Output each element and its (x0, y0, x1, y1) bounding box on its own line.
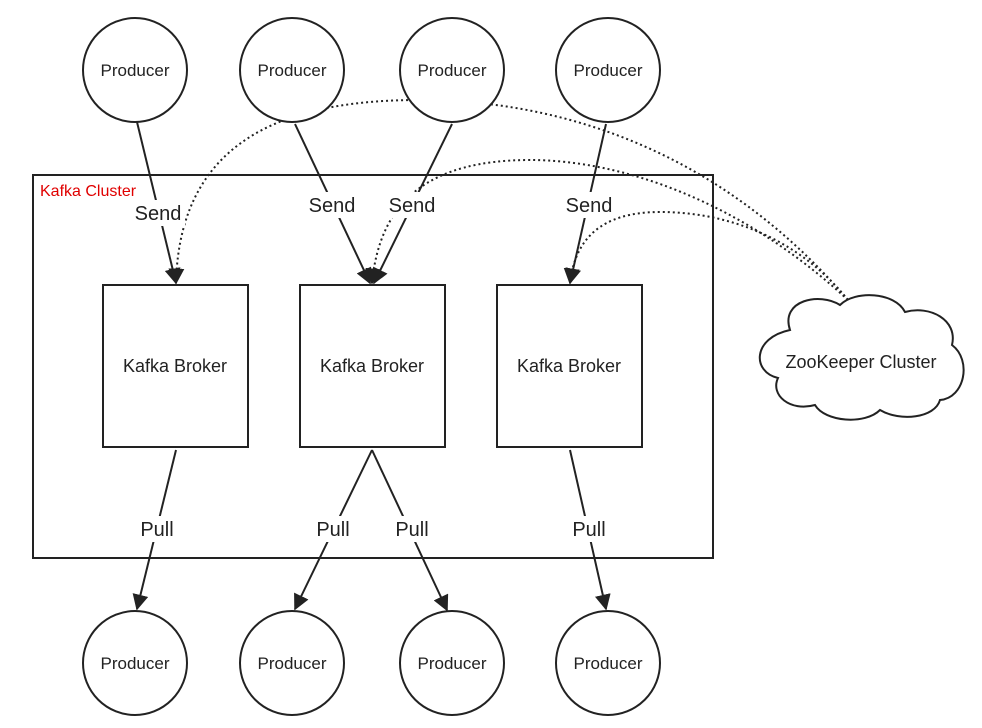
producer-node: Producer (239, 610, 345, 716)
svg-text:Kafka Broker: Kafka Broker (123, 356, 227, 376)
zookeeper-cloud-shape (759, 294, 965, 421)
bottom-producers: Producer Producer Producer Producer (82, 610, 661, 716)
producer-node: Producer (399, 17, 505, 123)
top-producers: Producer Producer Producer Producer (82, 17, 661, 123)
kafka-cluster-label: Kafka Cluster (40, 183, 137, 200)
zk-link-broker-3 (563, 210, 849, 301)
svg-text:Producer: Producer (101, 654, 170, 673)
svg-text:Producer: Producer (258, 654, 327, 673)
send-label: Send (309, 195, 356, 217)
zookeeper-label: ZooKeeper Cluster (785, 352, 936, 372)
zookeeper-links (168, 98, 849, 301)
svg-text:Producer: Producer (574, 654, 643, 673)
zookeeper-cluster-node: ZooKeeper Cluster (759, 294, 965, 421)
pull-label: Pull (395, 519, 428, 541)
svg-text:Kafka Broker: Kafka Broker (517, 356, 621, 376)
kafka-brokers: Kafka Broker Kafka Broker Kafka Broker (102, 284, 643, 448)
svg-text:Producer: Producer (101, 61, 170, 80)
svg-text:Producer: Producer (418, 654, 487, 673)
pull-labels: Pull Pull Pull Pull (137, 516, 609, 542)
pull-edges (132, 449, 611, 612)
kafka-broker-node: Kafka Broker (102, 284, 249, 448)
kafka-cluster-boundary (32, 174, 714, 559)
send-edges (136, 121, 607, 285)
send-label: Send (566, 195, 613, 217)
svg-text:Kafka Broker: Kafka Broker (320, 356, 424, 376)
pull-label: Pull (316, 519, 349, 541)
producer-node: Producer (82, 17, 188, 123)
zk-link-broker-1 (168, 98, 849, 301)
producer-node: Producer (82, 610, 188, 716)
kafka-broker-node: Kafka Broker (299, 284, 446, 448)
producer-node: Producer (239, 17, 345, 123)
pull-label: Pull (572, 519, 605, 541)
send-label: Send (135, 203, 182, 225)
kafka-broker-node: Kafka Broker (496, 284, 643, 448)
svg-text:Producer: Producer (418, 61, 487, 80)
svg-text:Producer: Producer (258, 61, 327, 80)
send-labels: Send Send Send Send (133, 192, 615, 226)
pull-label: Pull (140, 519, 173, 541)
zk-link-broker-2 (365, 158, 849, 301)
producer-node: Producer (555, 17, 661, 123)
producer-node: Producer (399, 610, 505, 716)
svg-text:Producer: Producer (574, 61, 643, 80)
send-label: Send (389, 195, 436, 217)
producer-node: Producer (555, 610, 661, 716)
